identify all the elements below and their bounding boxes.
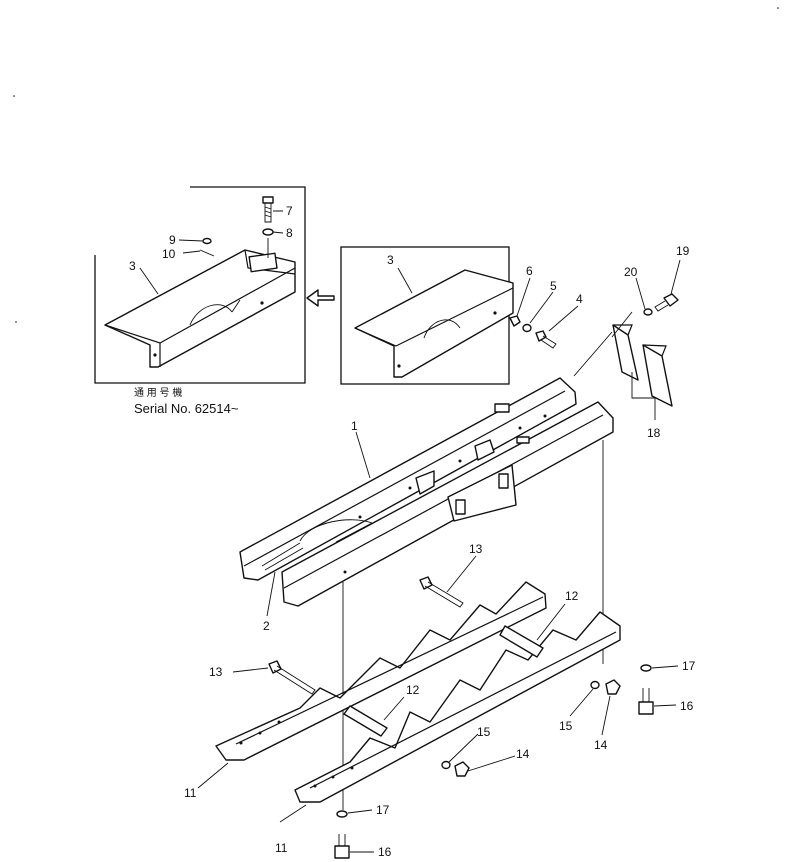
serial-note: Serial No. 62514~ <box>134 401 239 416</box>
callout-17-right: 17 <box>682 659 696 673</box>
nut-part-14-right <box>605 679 621 695</box>
callout-3-inset: 3 <box>129 259 136 273</box>
washer-part-17-left <box>336 810 348 818</box>
callout-9: 9 <box>169 233 176 247</box>
callout-3: 3 <box>387 253 394 267</box>
callout-19: 19 <box>676 244 690 258</box>
washer-part-9 <box>202 237 212 245</box>
callout-5: 5 <box>550 279 557 293</box>
bolt-part-4 <box>535 330 557 349</box>
rock-guard-part-11-front <box>294 611 621 803</box>
callout-7: 7 <box>286 204 293 218</box>
current-cover-inset: 3 <box>340 246 514 385</box>
callout-13-upper: 13 <box>469 542 483 556</box>
washer-part-15-right <box>590 680 600 690</box>
callout-15-right: 15 <box>559 719 573 733</box>
serial-note-japanese: 通 用 号 機 <box>134 386 182 399</box>
callout-8: 8 <box>286 226 293 240</box>
callout-16-left: 16 <box>378 845 392 859</box>
washer-part-15-left <box>441 760 451 770</box>
scan-speck <box>13 95 15 97</box>
callout-11-rear: 11 <box>184 786 197 800</box>
callout-11-front: 11 <box>275 841 288 855</box>
bolt-part-19 <box>654 293 679 312</box>
callout-18: 18 <box>647 426 661 440</box>
callout-12-right: 12 <box>565 589 579 603</box>
cover-part-3-variant <box>104 249 296 368</box>
bracket-part-18 <box>612 324 673 420</box>
track-frame-part-1 <box>239 377 614 607</box>
washer-part-20 <box>643 308 653 316</box>
rock-guard-part-11-rear <box>215 581 547 761</box>
cover-part-3 <box>354 269 514 378</box>
callout-2: 2 <box>263 619 270 633</box>
replacement-arrow-icon <box>306 289 335 307</box>
callout-16-right: 16 <box>680 699 694 713</box>
pin-part-10 <box>199 249 215 257</box>
bolt-part-16-right <box>638 688 654 715</box>
callout-14-left: 14 <box>516 747 530 761</box>
callout-13-lower: 13 <box>209 665 223 679</box>
plate-part-2 <box>266 571 276 617</box>
bolt-part-13-lower <box>268 660 316 695</box>
bolt-part-16-left <box>334 834 350 859</box>
spacer-part-12-right <box>499 625 544 658</box>
scan-speck <box>15 321 17 323</box>
spacer-part-12-left <box>343 705 388 737</box>
callout-12-left: 12 <box>406 683 420 697</box>
scan-speck <box>777 7 779 9</box>
callout-10: 10 <box>162 247 176 261</box>
callout-4: 4 <box>576 292 583 306</box>
callout-1: 1 <box>351 419 358 433</box>
nut-part-14-left <box>454 761 470 777</box>
bolt-part-7 <box>262 196 274 223</box>
washer-part-8 <box>262 228 274 236</box>
callout-17-left: 17 <box>376 803 390 817</box>
washer-part-5 <box>522 323 532 333</box>
callout-14-right: 14 <box>594 738 608 752</box>
callout-15-left: 15 <box>477 725 491 739</box>
callout-20: 20 <box>624 265 638 279</box>
washer-part-17-right <box>640 664 652 672</box>
bolt-part-13-upper <box>419 576 464 608</box>
nut-part-6 <box>509 315 521 327</box>
serial-variant-inset: 7 8 9 10 3 <box>94 186 306 384</box>
callout-6: 6 <box>526 264 533 278</box>
